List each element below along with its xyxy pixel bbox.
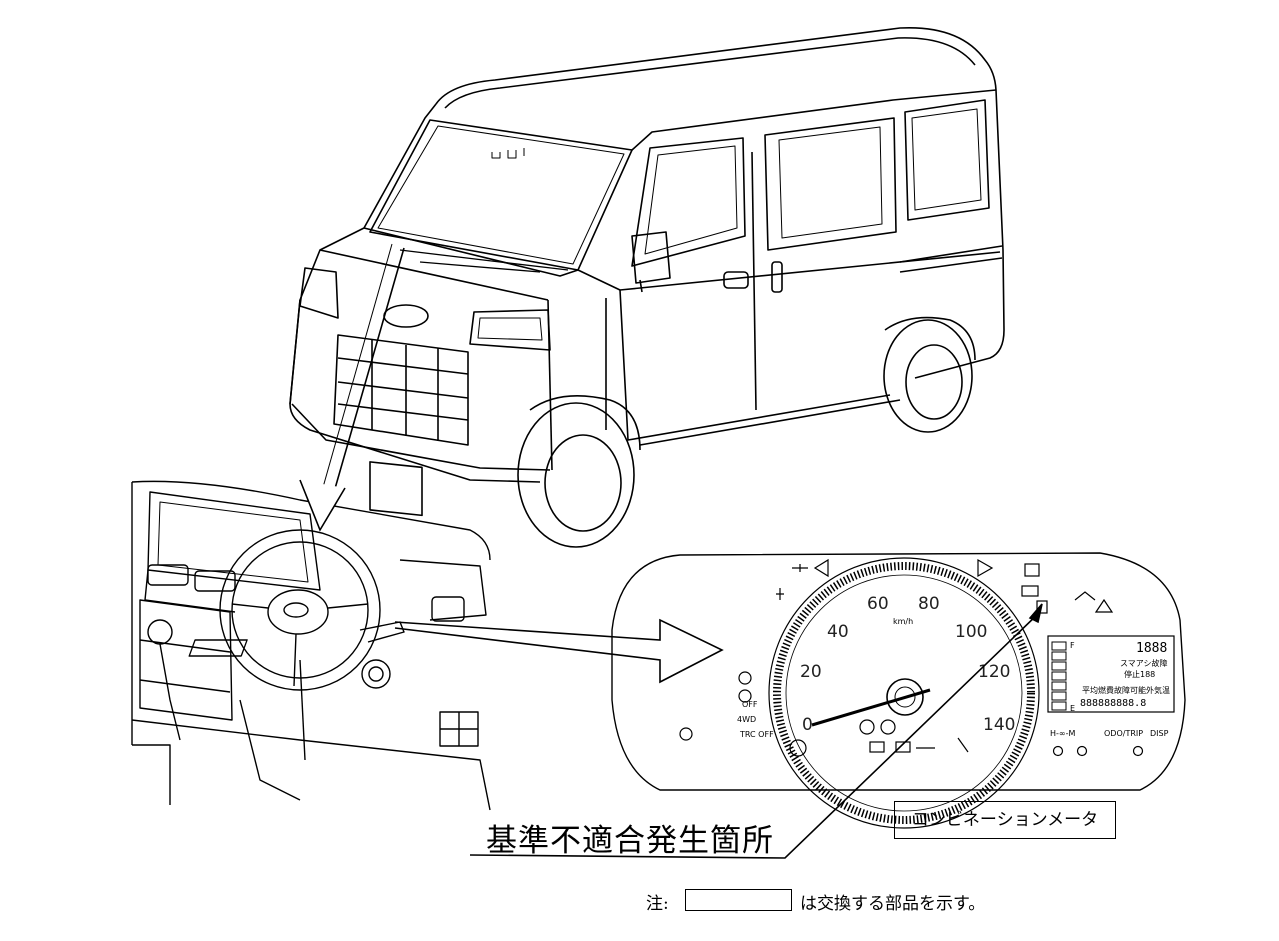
lcd-stop: 停止188: [1124, 669, 1155, 679]
van-illustration: [289, 26, 1005, 548]
callout-arrows: [299, 243, 724, 684]
speed-tick-60: 60: [867, 594, 889, 614]
h-mode-label: H-∞-M: [1050, 729, 1075, 738]
disp-label: DISP: [1150, 729, 1169, 738]
turn-left-icon: [792, 564, 808, 572]
combination-meter-caption: コンビネーションメータ: [894, 801, 1116, 839]
combination-meter: 0 20 40 60 80 100 120 140 km/h: [611, 552, 1186, 829]
four-wd-label: 4WD: [737, 715, 756, 724]
fog-lamp-icon: [1024, 563, 1040, 577]
door-icon: [957, 737, 969, 753]
arrow-right-icon: [977, 558, 994, 578]
speed-tick-100: 100: [955, 622, 987, 642]
h-mode-button-2: [1076, 745, 1088, 757]
trc-off-label: TRC OFF: [739, 730, 774, 739]
vehicle-icon: [1074, 591, 1096, 601]
disp-button: [1132, 745, 1144, 757]
replacement-part-legend-box: [685, 889, 792, 911]
h-mode-button: [1052, 745, 1064, 757]
engine-icon: [869, 741, 885, 753]
temp-icon: [776, 588, 784, 600]
glow-icon: [679, 727, 693, 741]
abs-icon: [789, 739, 807, 757]
speed-tick-140: 140: [983, 715, 1015, 735]
auto-stop-off-icon: [738, 689, 752, 703]
caution-icon: [1094, 598, 1114, 613]
lcd-top-value: 1888: [1136, 641, 1167, 656]
battery-icon: [895, 741, 911, 753]
speed-unit: km/h: [893, 617, 913, 626]
warning-icons: [679, 558, 1114, 757]
parking-icon: [880, 719, 896, 735]
auto-stop-icon: [738, 671, 752, 685]
arrow-left-icon: [813, 558, 829, 578]
odo-trip-label: ODO/TRIP: [1104, 729, 1143, 738]
lcd-odo: 888888888.8: [1080, 698, 1146, 709]
defect-location-label: 基準不適合発生箇所: [486, 823, 774, 859]
lcd-smart-assist: スマアシ故障: [1120, 658, 1167, 668]
speed-tick-120: 120: [978, 662, 1010, 682]
fuel-full-label: F: [1070, 641, 1075, 650]
speed-tick-20: 20: [800, 662, 822, 682]
fuel-pump-icon: [1036, 600, 1048, 614]
lcd-average: 平均燃費故障可能外気温: [1082, 685, 1170, 695]
dashboard-illustration: [131, 480, 491, 811]
note-prefix: 注:: [646, 894, 669, 914]
note-suffix: は交換する部品を示す。: [800, 894, 986, 914]
off-label: OFF: [742, 700, 758, 709]
speed-tick-0: 0: [802, 715, 813, 735]
lcd-panel: [1047, 635, 1175, 713]
speed-tick-40: 40: [827, 622, 849, 642]
fuel-gauge: [1051, 641, 1067, 711]
headlight-icon: [1021, 585, 1039, 597]
fuel-empty-label: E: [1070, 704, 1075, 713]
defect-leader: [469, 603, 1043, 859]
brake-icon: [859, 719, 875, 735]
speed-tick-80: 80: [918, 594, 940, 614]
